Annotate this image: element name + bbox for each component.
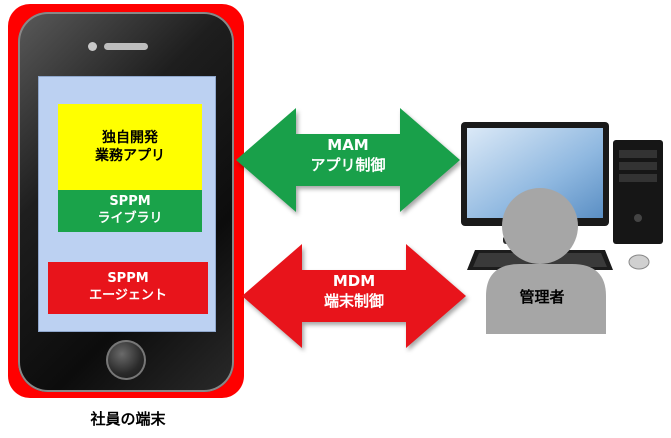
administrator-person-icon — [486, 188, 606, 334]
speaker-slot — [104, 43, 148, 50]
home-button — [106, 340, 146, 380]
admin-label: 管理者 — [519, 288, 565, 306]
mdm-label-line2: 端末制御 — [323, 291, 384, 310]
mam-label-line1: MAM — [327, 136, 369, 154]
agent-box-line2: エージェント — [89, 288, 167, 303]
employee-device: 独自開発 業務アプリ SPPM ライブラリ SPPM エージェント 社員の端末 — [0, 0, 260, 438]
sppm-library-box: SPPM ライブラリ — [58, 190, 202, 232]
mam-label: MAM アプリ制御 — [296, 136, 400, 175]
camera-dot — [88, 42, 97, 51]
agent-box-line1: SPPM — [107, 271, 149, 287]
app-box-line2: 業務アプリ — [95, 148, 165, 164]
mdm-double-arrow — [242, 244, 466, 348]
device-caption: 社員の端末 — [90, 410, 166, 428]
custom-business-app-box: 独自開発 業務アプリ — [58, 104, 202, 190]
library-box-line2: ライブラリ — [97, 211, 163, 226]
sppm-agent-box: SPPM エージェント — [48, 262, 208, 314]
mdm-label-line1: MDM — [332, 272, 376, 290]
library-box-line1: SPPM — [109, 194, 151, 210]
app-box-line1: 独自開発 — [102, 129, 158, 146]
mam-double-arrow — [236, 108, 460, 212]
mam-label-line2: アプリ制御 — [310, 155, 386, 174]
mdm-label: MDM 端末制御 — [302, 272, 406, 311]
